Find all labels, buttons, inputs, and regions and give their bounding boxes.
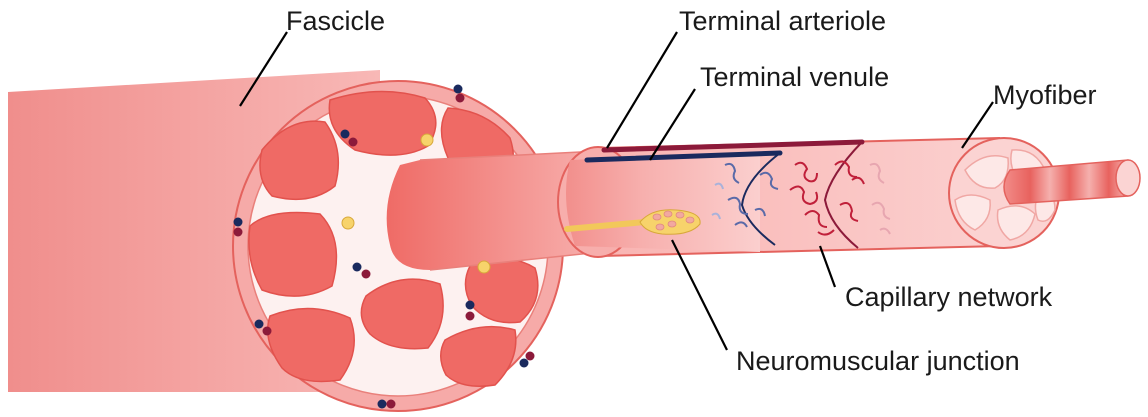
leader-terminal-arteriole [607,32,677,148]
label-myofiber: Myofiber [993,80,1097,110]
label-neuromuscular-junction: Neuromuscular junction [736,346,1020,376]
leader-neuromuscular-junction [672,240,727,350]
label-capillary-network: Capillary network [845,282,1053,312]
label-terminal-venule: Terminal venule [700,62,889,92]
leader-capillary-network [820,246,835,287]
label-fascicle: Fascicle [286,6,385,36]
label-terminal-arteriole: Terminal arteriole [679,6,886,36]
